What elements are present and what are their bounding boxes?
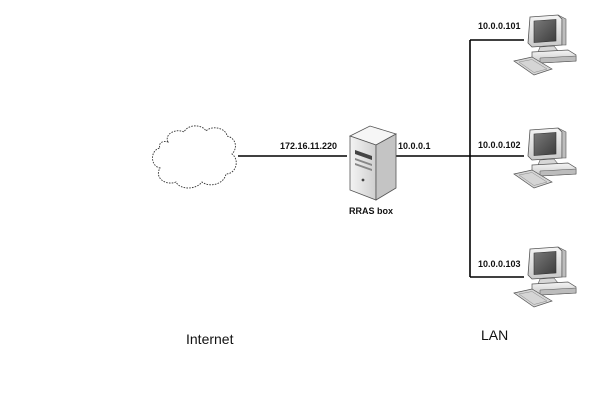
cloud-icon	[152, 125, 237, 189]
host-computer-1	[513, 14, 577, 76]
connection-lines	[238, 39, 524, 278]
host-ip-1: 10.0.0.101	[478, 21, 521, 31]
lan-zone-label: LAN	[481, 327, 509, 343]
host-ip-3: 10.0.0.103	[478, 259, 521, 269]
router-lan-ip: 10.0.0.1	[398, 141, 431, 151]
internet-zone-label: Internet	[186, 331, 234, 347]
router-label: RRAS box	[349, 206, 394, 216]
desktop-computer-icon	[513, 14, 577, 76]
host-computer-2	[513, 127, 577, 189]
host-ip-2: 10.0.0.102	[478, 140, 521, 150]
router-wan-ip: 172.16.11.220	[280, 141, 338, 151]
desktop-computer-icon	[513, 127, 577, 189]
server-tower-icon	[348, 125, 398, 201]
